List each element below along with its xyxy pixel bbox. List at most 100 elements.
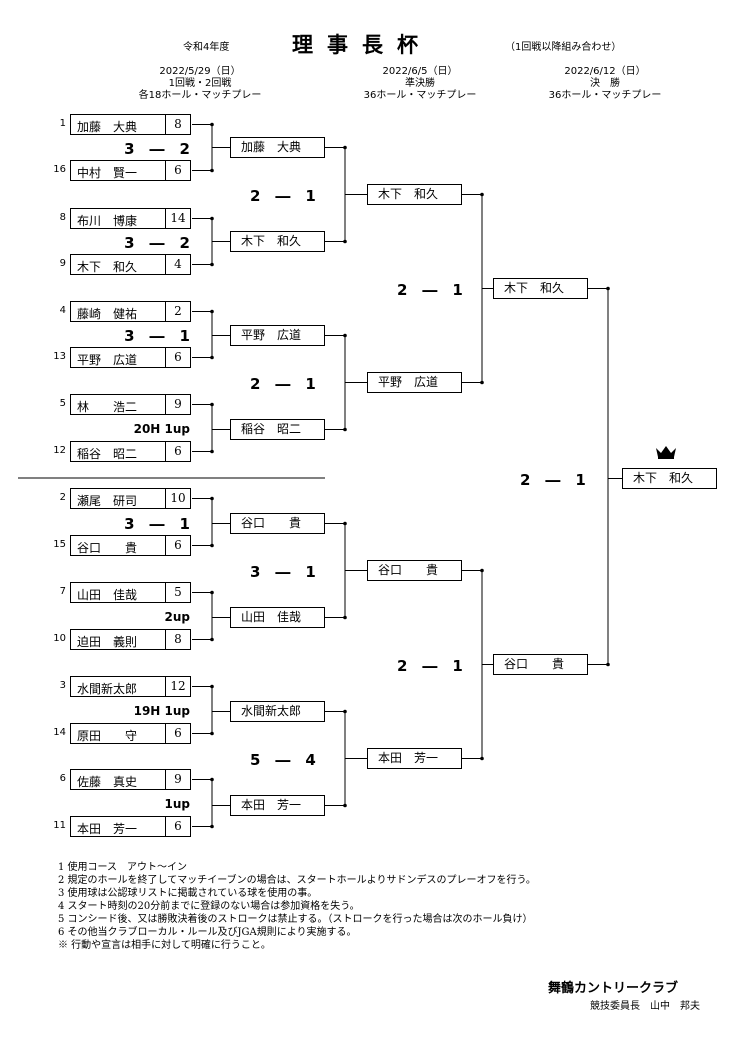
round-format: 各18ホール・マッチプレー — [138, 90, 262, 101]
final-result: 2 ― 1 — [520, 471, 586, 489]
round-header-1: 2022/5/29（日） 1回戦・2回戦 各18ホール・マッチプレー — [120, 66, 280, 102]
club-name: 舞鶴カントリークラブ — [548, 981, 679, 996]
seed-number: 16 — [53, 164, 66, 175]
match-result: 5 ― 4 — [250, 751, 316, 769]
match-result: 2 ― 1 — [397, 657, 463, 675]
match-result: 2 ― 1 — [250, 375, 316, 393]
bracket-node — [210, 449, 214, 454]
player-handicap: 6 — [165, 536, 190, 555]
bracket-node — [480, 568, 484, 573]
round-date: 2022/6/12（日） — [564, 66, 646, 77]
player-handicap: 8 — [165, 630, 190, 649]
bracket-node — [480, 192, 484, 197]
player-box: 佐藤 真史 9 — [70, 769, 191, 790]
second-round-winner: 谷口 貴 — [230, 513, 325, 534]
round-name: 1回戦・2回戦 — [168, 78, 232, 89]
match-result: 3 ― 1 — [124, 327, 190, 345]
bracket-node — [343, 803, 347, 808]
match-result: 19H 1up — [133, 703, 190, 718]
bracket-node — [210, 543, 214, 548]
player-name: 谷口 貴 — [77, 541, 138, 555]
player-handicap: 5 — [165, 583, 190, 602]
bracket-node — [606, 662, 610, 667]
round-format: 36ホール・マッチプレー — [548, 90, 662, 101]
round-name: 準決勝 — [405, 78, 435, 89]
crown-icon — [655, 444, 677, 463]
player-name: 水間新太郎 — [77, 682, 138, 696]
bracket-node — [480, 380, 484, 385]
bracket-node — [210, 777, 214, 782]
seed-number: 13 — [53, 351, 66, 362]
second-round-winner: 稲谷 昭二 — [230, 419, 325, 440]
player-name: 佐藤 真史 — [77, 775, 138, 789]
player-name: 稲谷 昭二 — [77, 447, 138, 461]
player-handicap: 6 — [165, 161, 190, 180]
player-box: 中村 賢一 6 — [70, 160, 191, 181]
match-result: 3 ― 1 — [124, 514, 190, 533]
second-round-winner: 本田 芳一 — [230, 795, 325, 816]
player-name: 林 浩二 — [77, 400, 138, 414]
match-result: 1up — [164, 796, 190, 811]
bracket-node — [343, 427, 347, 432]
note-item: 6 その他当クラブローカル・ルール及びJGA規則により実施する。 — [58, 927, 357, 938]
player-handicap: 14 — [165, 209, 190, 228]
finalist: 木下 和久 — [493, 278, 588, 299]
player-handicap: 9 — [165, 395, 190, 414]
notes: 1 使用コース アウト～イン 2 規定のホールを終了してマッチイーブンの場合は、… — [58, 861, 536, 952]
bracket-node — [343, 709, 347, 714]
player-box: 迫田 義則 8 — [70, 629, 191, 650]
player-box: 谷口 貴 6 — [70, 535, 191, 556]
player-box: 原田 守 6 — [70, 723, 191, 744]
bracket-node — [210, 122, 214, 127]
player-name: 瀬尾 研司 — [77, 494, 138, 508]
bracket-node — [480, 756, 484, 761]
bracket-node — [343, 145, 347, 150]
seed-number: 12 — [53, 445, 66, 456]
second-round-winner: 水間新太郎 — [230, 701, 325, 722]
semifinalist: 本田 芳一 — [367, 748, 462, 769]
bracket-node — [343, 615, 347, 620]
bracket-node — [210, 309, 214, 314]
player-name: 中村 賢一 — [77, 166, 138, 180]
seed-number: 10 — [53, 633, 66, 644]
semifinalist: 平野 広道 — [367, 372, 462, 393]
note-item: 4 スタート時刻の20分前までに登録のない場合は参加資格を失う。 — [58, 901, 360, 912]
semifinalist: 谷口 貴 — [367, 560, 462, 581]
player-handicap: 4 — [165, 255, 190, 274]
round-name: 決 勝 — [590, 78, 620, 89]
seed-number: 15 — [53, 539, 66, 550]
seed-number: 11 — [53, 820, 66, 831]
bracket-node — [210, 355, 214, 360]
player-box: 林 浩二 9 — [70, 394, 191, 415]
second-round-winner: 平野 広道 — [230, 325, 325, 346]
player-box: 布川 博康 14 — [70, 208, 191, 229]
match-result: 2up — [164, 609, 190, 624]
bracket-node — [210, 496, 214, 501]
note-item: 1 使用コース アウト～イン — [58, 862, 188, 873]
round-header-3: 2022/6/12（日） 決 勝 36ホール・マッチプレー — [525, 66, 685, 102]
bracket-node — [343, 239, 347, 244]
semifinalist: 木下 和久 — [367, 184, 462, 205]
bracket-node — [210, 262, 214, 267]
player-name: 布川 博康 — [77, 214, 138, 228]
round-date: 2022/6/5（日） — [382, 66, 458, 77]
second-round-winner: 山田 佳哉 — [230, 607, 325, 628]
champion-box: 木下 和久 — [622, 468, 717, 489]
player-box: 木下 和久 4 — [70, 254, 191, 275]
bracket-node — [343, 521, 347, 526]
player-name: 木下 和久 — [77, 260, 138, 274]
player-name: 迫田 義則 — [77, 635, 138, 649]
seed-number: 3 — [59, 680, 66, 691]
bracket-node — [210, 402, 214, 407]
player-handicap: 9 — [165, 770, 190, 789]
player-name: 原田 守 — [77, 729, 138, 743]
player-handicap: 6 — [165, 724, 190, 743]
match-result: 2 ― 1 — [250, 187, 316, 205]
